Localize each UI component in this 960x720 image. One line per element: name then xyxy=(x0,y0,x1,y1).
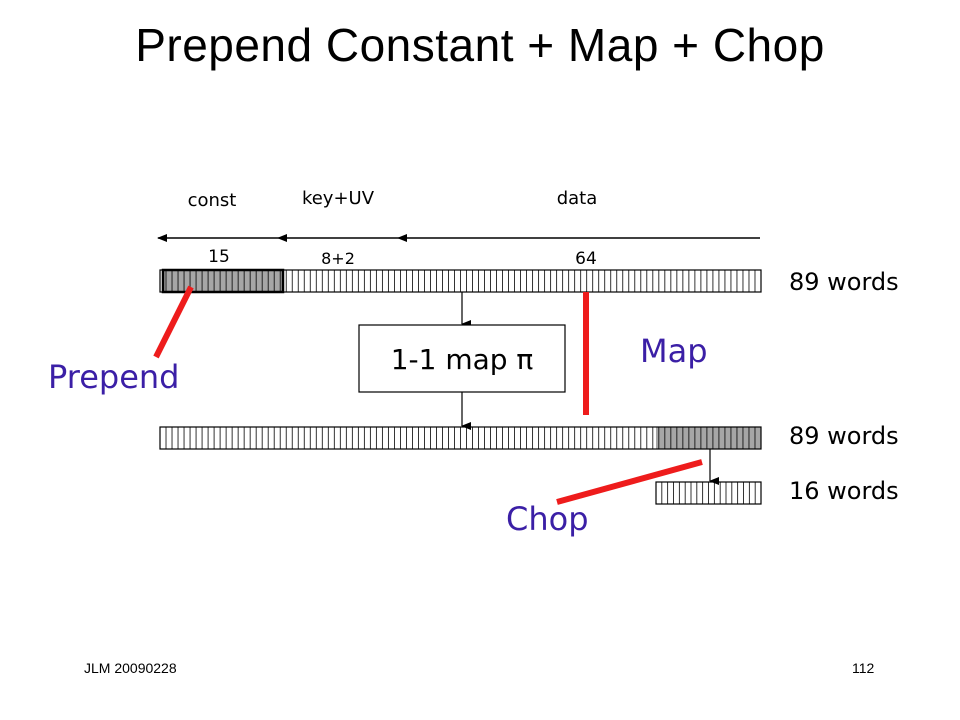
map-callout-label: Map xyxy=(640,332,708,370)
key-uv-segment-label: key+UV xyxy=(302,188,375,209)
slide-title: Prepend Constant + Map + Chop xyxy=(135,19,825,71)
word-row-bottom xyxy=(655,481,762,505)
bottom-row-word-count: 16 words xyxy=(789,477,899,505)
data-segment-label: data xyxy=(557,188,598,209)
prepend-callout-label: Prepend xyxy=(48,358,179,396)
top-row-word-count: 89 words xyxy=(789,268,899,296)
footer-page-number: 112 xyxy=(852,660,875,676)
middle-row-word-count: 89 words xyxy=(789,422,899,450)
key-uv-count: 8+2 xyxy=(321,249,355,268)
shaded-cells xyxy=(656,427,761,449)
const-segment-label: const xyxy=(188,190,237,211)
data-count: 64 xyxy=(575,249,597,269)
const-count: 15 xyxy=(208,247,230,267)
shaded-cells xyxy=(163,270,283,292)
map-box xyxy=(358,324,566,393)
word-row-middle xyxy=(159,426,762,450)
map-box-label: 1-1 map π xyxy=(391,343,534,376)
word-row-top xyxy=(159,269,762,293)
chop-callout-line xyxy=(556,459,703,505)
chop-callout-label: Chop xyxy=(506,500,589,538)
prepended-const-block xyxy=(161,268,285,294)
prepend-callout-line xyxy=(153,285,194,359)
footer-author-date: JLM 20090228 xyxy=(84,660,177,676)
